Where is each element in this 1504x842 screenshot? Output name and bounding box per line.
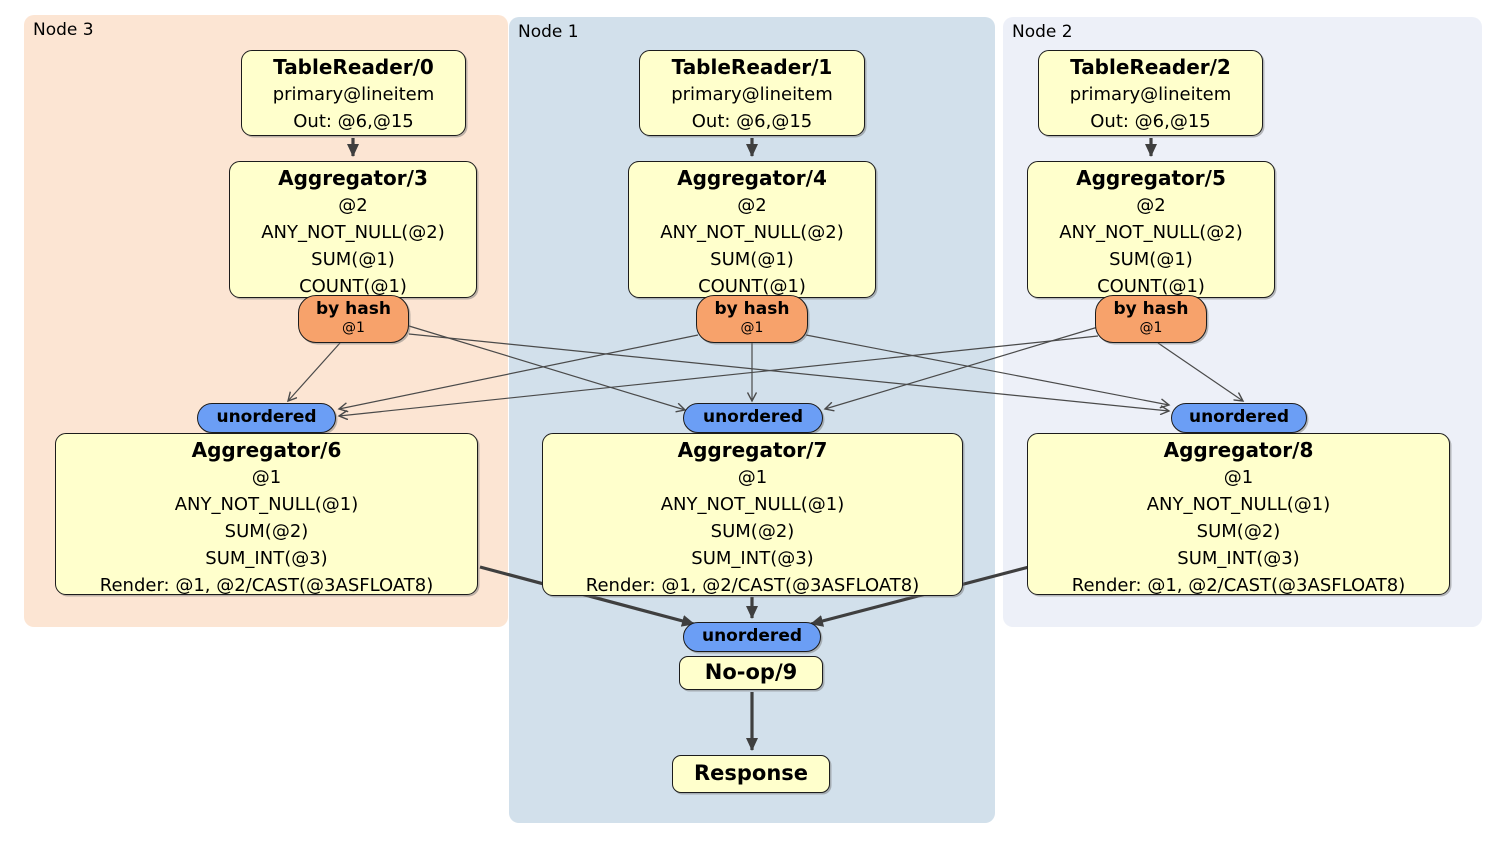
- node-title: Aggregator/6: [191, 438, 342, 462]
- node-detail: @1: [737, 467, 768, 488]
- node-detail: Out: @6,@15: [1090, 111, 1211, 132]
- node-response: Response: [672, 755, 830, 793]
- router-label: by hash: [714, 299, 790, 319]
- node-title: Response: [693, 761, 809, 785]
- node-title: Aggregator/5: [1076, 166, 1226, 190]
- node-detail: @1: [1223, 467, 1254, 488]
- sync-unordered-final: unordered: [683, 622, 821, 652]
- node-detail: ANY_NOT_NULL(@1): [660, 494, 845, 515]
- node-title: Aggregator/4: [677, 166, 827, 190]
- node-detail: @2: [1136, 195, 1166, 216]
- sync-label: unordered: [216, 407, 317, 427]
- router-column: @1: [1139, 320, 1163, 336]
- node-detail: @1: [251, 467, 282, 488]
- sync-label: unordered: [701, 626, 803, 646]
- node-detail: SUM_INT(@3): [1177, 548, 1300, 569]
- router-by-hash-3: by hash @1: [298, 295, 409, 343]
- node-aggregator-6: Aggregator/6 @1 ANY_NOT_NULL(@1) SUM(@2)…: [55, 433, 478, 596]
- router-column: @1: [342, 320, 365, 336]
- sync-label: unordered: [1188, 407, 1290, 427]
- panel-label-node3: Node 3: [33, 20, 94, 40]
- node-detail: Render: @1, @2/CAST(@3ASFLOAT8): [585, 575, 920, 596]
- node-tablereader-0: TableReader/0 primary@lineitem Out: @6,@…: [241, 50, 466, 136]
- node-detail: SUM_INT(@3): [205, 548, 328, 569]
- node-detail: ANY_NOT_NULL(@1): [1146, 494, 1331, 515]
- node-title: No-op/9: [704, 660, 798, 684]
- node-detail: ANY_NOT_NULL(@2): [660, 222, 844, 243]
- node-aggregator-3: Aggregator/3 @2 ANY_NOT_NULL(@2) SUM(@1)…: [229, 161, 477, 298]
- node-detail: COUNT(@1): [299, 276, 407, 297]
- node-detail: Out: @6,@15: [691, 111, 813, 132]
- node-tablereader-1: TableReader/1 primary@lineitem Out: @6,@…: [639, 50, 865, 136]
- panel-label-node1: Node 1: [518, 22, 579, 42]
- node-title: Aggregator/3: [278, 166, 428, 190]
- node-detail: SUM_INT(@3): [691, 548, 814, 569]
- node-detail: SUM(@1): [1109, 249, 1193, 270]
- node-detail: Out: @6,@15: [293, 111, 414, 132]
- node-detail: Render: @1, @2/CAST(@3ASFLOAT8): [1071, 575, 1406, 596]
- node-title: TableReader/0: [273, 55, 434, 79]
- router-by-hash-5: by hash @1: [1095, 295, 1207, 343]
- node-aggregator-5: Aggregator/5 @2 ANY_NOT_NULL(@2) SUM(@1)…: [1027, 161, 1275, 298]
- sync-unordered-6: unordered: [197, 403, 336, 433]
- node-tablereader-2: TableReader/2 primary@lineitem Out: @6,@…: [1038, 50, 1263, 136]
- node-detail: @2: [737, 195, 767, 216]
- node-detail: Render: @1, @2/CAST(@3ASFLOAT8): [99, 575, 434, 596]
- node-aggregator-8: Aggregator/8 @1 ANY_NOT_NULL(@1) SUM(@2)…: [1027, 433, 1450, 596]
- router-column: @1: [740, 320, 764, 336]
- node-detail: COUNT(@1): [1097, 276, 1205, 297]
- node-detail: SUM(@1): [311, 249, 395, 270]
- node-detail: primary@lineitem: [272, 84, 435, 105]
- router-label: by hash: [1113, 299, 1189, 319]
- node-aggregator-4: Aggregator/4 @2 ANY_NOT_NULL(@2) SUM(@1)…: [628, 161, 876, 298]
- node-detail: ANY_NOT_NULL(@2): [1059, 222, 1243, 243]
- node-detail: @2: [338, 195, 368, 216]
- node-detail: ANY_NOT_NULL(@2): [261, 222, 445, 243]
- node-detail: SUM(@2): [710, 521, 795, 542]
- node-detail: primary@lineitem: [671, 84, 833, 105]
- sync-unordered-8: unordered: [1171, 403, 1307, 433]
- router-by-hash-4: by hash @1: [696, 295, 808, 343]
- node-detail: SUM(@1): [710, 249, 794, 270]
- node-noop-9: No-op/9: [679, 656, 823, 690]
- node-aggregator-7: Aggregator/7 @1 ANY_NOT_NULL(@1) SUM(@2)…: [542, 433, 963, 596]
- sync-label: unordered: [702, 407, 804, 427]
- node-title: Aggregator/8: [1163, 438, 1314, 462]
- panel-label-node2: Node 2: [1012, 22, 1073, 42]
- node-title: Aggregator/7: [677, 438, 828, 462]
- sync-unordered-7: unordered: [683, 403, 823, 433]
- node-detail: primary@lineitem: [1069, 84, 1232, 105]
- node-title: TableReader/2: [1070, 55, 1231, 79]
- router-label: by hash: [316, 299, 391, 319]
- node-title: TableReader/1: [671, 55, 833, 79]
- node-detail: COUNT(@1): [698, 276, 806, 297]
- node-detail: SUM(@2): [1196, 521, 1281, 542]
- node-detail: ANY_NOT_NULL(@1): [174, 494, 359, 515]
- node-detail: SUM(@2): [224, 521, 309, 542]
